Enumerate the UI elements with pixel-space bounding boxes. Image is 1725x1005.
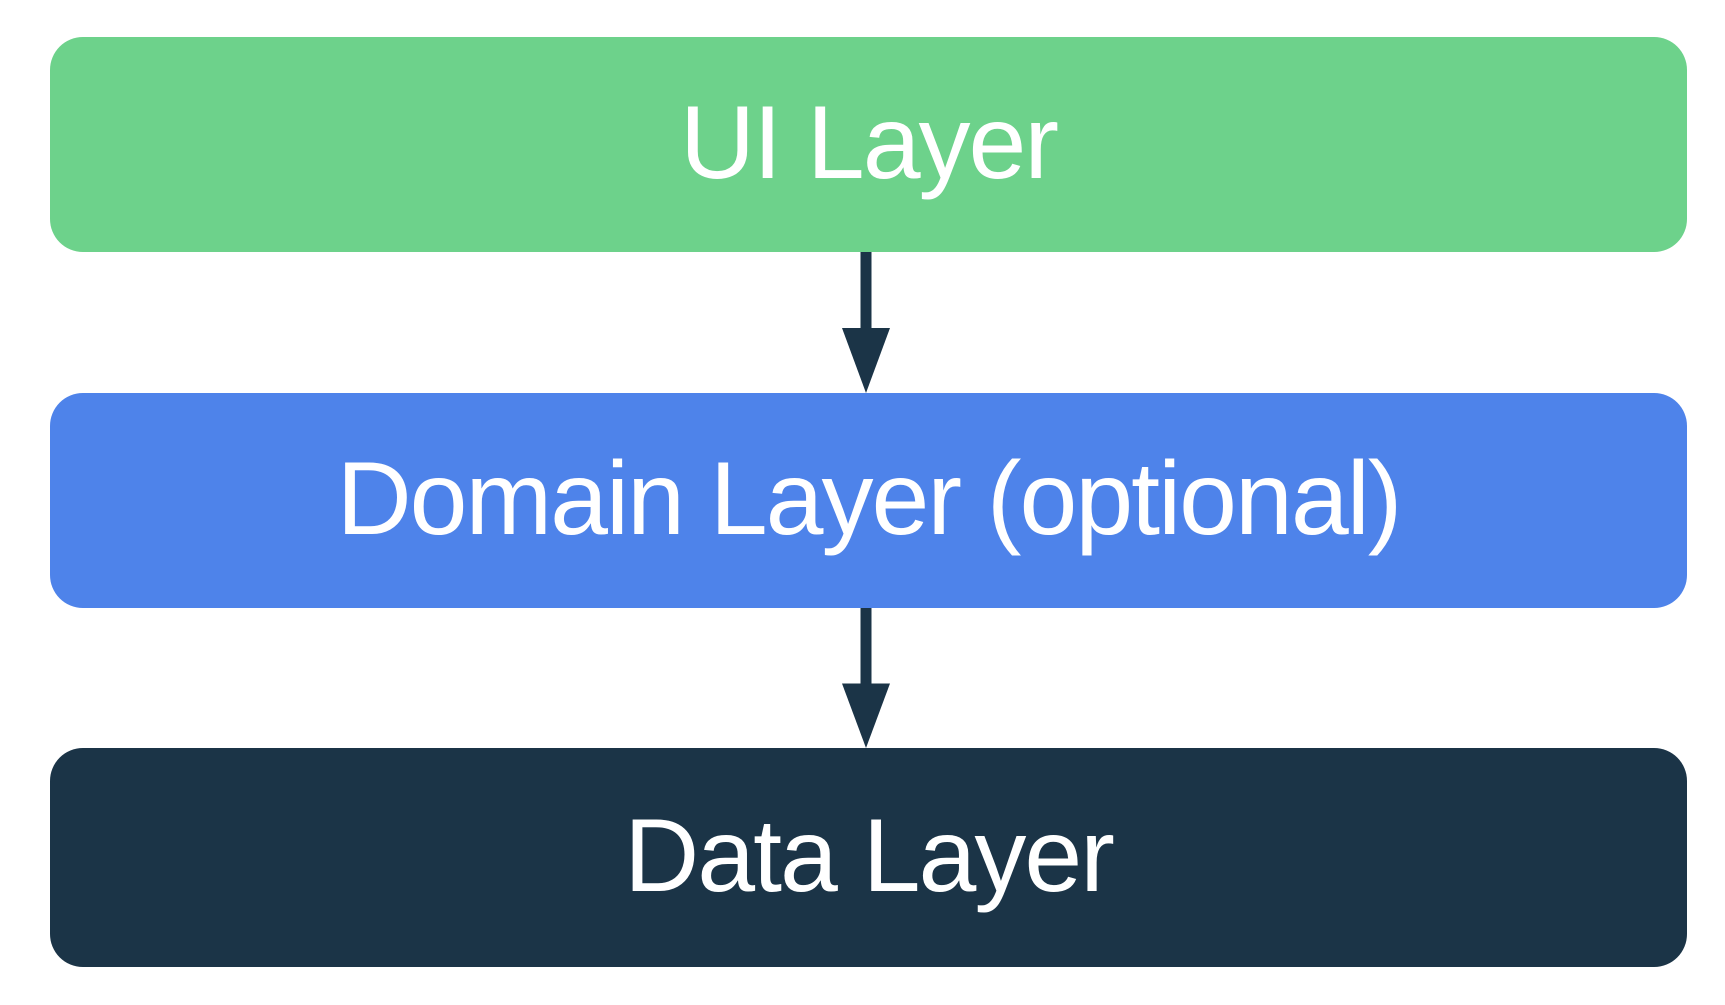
down-arrow-shaft [860,608,872,690]
data-layer-box: Data Layer [50,748,1687,967]
down-arrow-icon [842,608,890,748]
down-arrow-head [842,328,890,393]
down-arrow-head [842,683,890,748]
down-arrow-icon [842,252,890,393]
domain-layer-label: Domain Layer (optional) [336,440,1403,557]
ui-layer-box: UI Layer [50,37,1687,252]
ui-layer-label: UI Layer [679,84,1059,201]
data-layer-label: Data Layer [624,797,1115,914]
down-arrow-shaft [860,252,872,334]
domain-layer-box: Domain Layer (optional) [50,393,1687,608]
